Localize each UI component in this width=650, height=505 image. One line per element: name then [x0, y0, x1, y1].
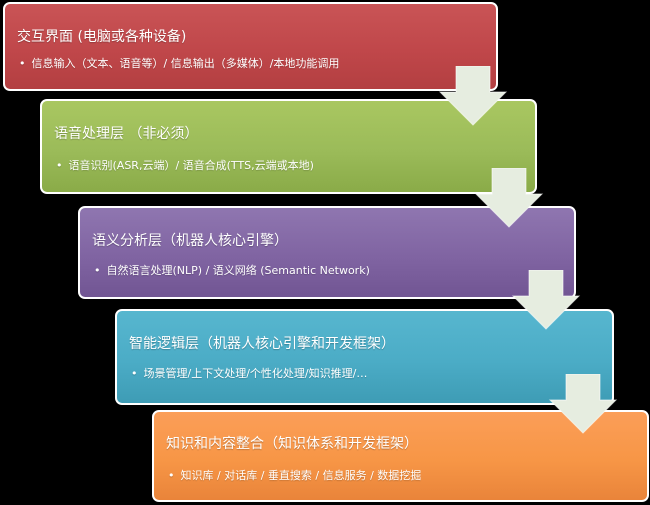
layer-items-text: 信息输入（文本、语音等）/ 信息输出（多媒体）/本地功能调用 [31, 57, 340, 70]
bullet: • [94, 264, 101, 277]
layer-items: • 场景管理/上下文处理/个性化处理/知识推理/… [131, 365, 367, 381]
layer-items: • 自然语言处理(NLP) / 语义网络 (Semantic Network) [94, 262, 370, 278]
layer-speech-processing: 语音处理层 （非必须） • 语音识别(ASR,云端）/ 语音合成(TTS,云端或本… [40, 99, 537, 194]
layer-items: • 语音识别(ASR,云端）/ 语音合成(TTS,云端或本地) [56, 157, 314, 173]
bullet: • [19, 57, 26, 70]
layer-title: 交互界面 (电脑或各种设备) [17, 29, 187, 45]
layer-items-text: 场景管理/上下文处理/个性化处理/知识推理/… [143, 367, 368, 380]
layer-items-text: 自然语言处理(NLP) / 语义网络 (Semantic Network) [106, 264, 370, 277]
bullet: • [131, 367, 138, 380]
layer-items-text: 语音识别(ASR,云端）/ 语音合成(TTS,云端或本地) [68, 159, 314, 172]
layer-knowledge-content: 知识和内容整合（知识体系和开发框架） • 知识库 / 对话库 / 垂直搜索 / 信… [152, 410, 649, 502]
layer-title: 知识和内容整合（知识体系和开发框架） [166, 436, 418, 452]
layer-interaction-ui: 交互界面 (电脑或各种设备) • 信息输入（文本、语音等）/ 信息输出（多媒体）/… [3, 2, 498, 91]
bullet: • [56, 159, 63, 172]
layer-items: • 信息输入（文本、语音等）/ 信息输出（多媒体）/本地功能调用 [19, 55, 339, 71]
layer-semantic-analysis: 语义分析层（机器人核心引擎） • 自然语言处理(NLP) / 语义网络 (Sema… [78, 206, 576, 299]
layer-items-text: 知识库 / 对话库 / 垂直搜索 / 信息服务 / 数据挖掘 [180, 469, 422, 482]
layer-title: 语音处理层 （非必须） [54, 126, 199, 142]
down-arrow-icon [511, 270, 581, 330]
layer-title: 语义分析层（机器人核心引擎） [92, 233, 288, 249]
down-arrow-icon [474, 168, 544, 228]
down-arrow-icon [438, 66, 508, 126]
layer-intelligent-logic: 智能逻辑层（机器人核心引擎和开发框架） • 场景管理/上下文处理/个性化处理/知识… [115, 309, 614, 405]
bullet: • [168, 469, 175, 482]
layer-items: • 知识库 / 对话库 / 垂直搜索 / 信息服务 / 数据挖掘 [168, 467, 421, 483]
layer-title: 智能逻辑层（机器人核心引擎和开发框架） [129, 336, 395, 352]
down-arrow-icon [548, 374, 618, 434]
